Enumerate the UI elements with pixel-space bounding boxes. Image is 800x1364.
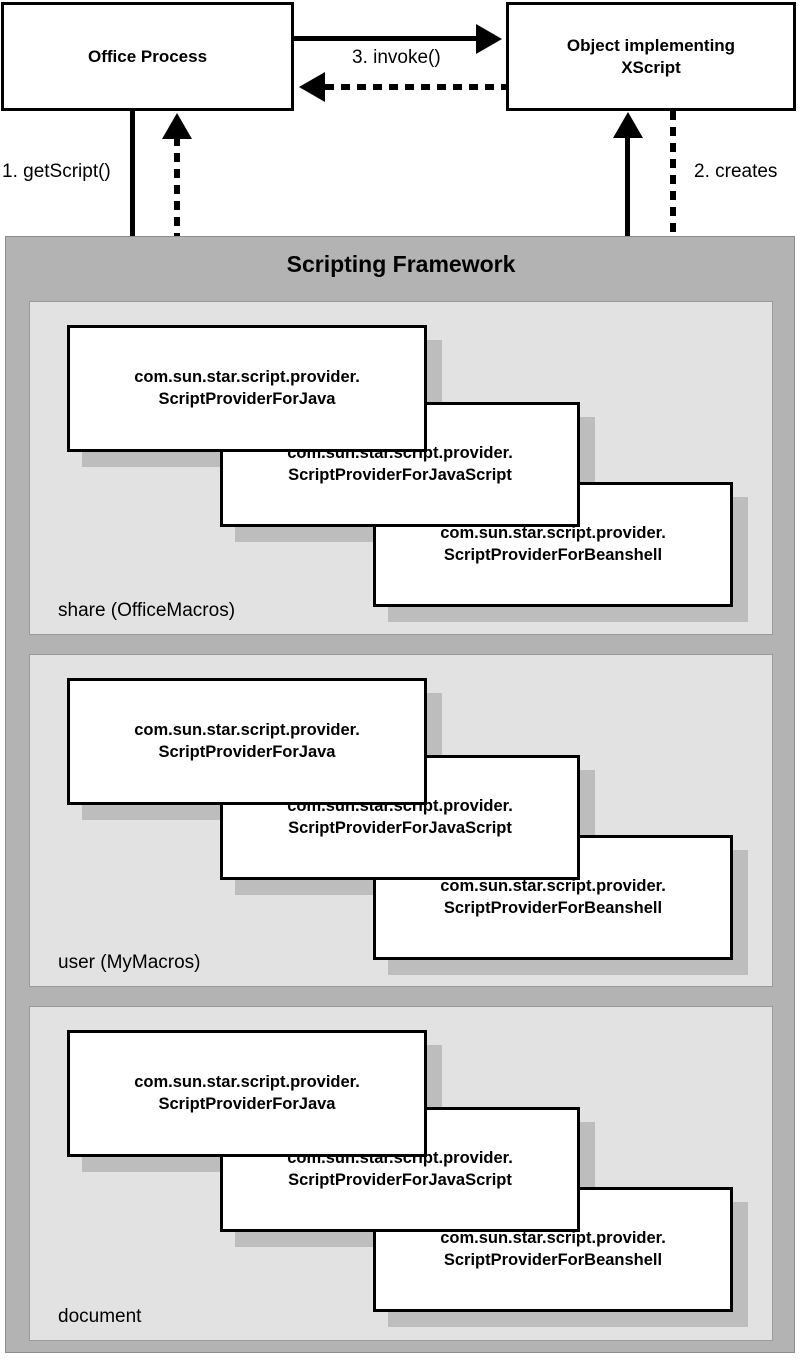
scripting-framework-container: Scripting Framework com.sun.star.script.…	[5, 236, 795, 1353]
panel-label: share (OfficeMacros)	[58, 600, 236, 621]
provider-to-xscript-arrowhead-icon	[613, 112, 643, 138]
provider-class-label: ScriptProviderForJavaScript	[288, 818, 512, 837]
provider-class-label: ScriptProviderForJava	[158, 1094, 336, 1113]
get-script-return-arrowhead-icon	[162, 113, 192, 139]
panel-document: com.sun.star.script.provider. ScriptProvi…	[29, 1006, 773, 1341]
scripting-framework-title: Scripting Framework	[286, 251, 516, 277]
provider-class-label: ScriptProviderForBeanshell	[443, 545, 663, 564]
provider-package-label: com.sun.star.script.provider.	[134, 721, 360, 740]
creates-edge-label: 2. creates	[694, 161, 778, 182]
provider-card[interactable]: com.sun.star.script.provider. ScriptProvi…	[67, 325, 427, 452]
get-script-line	[130, 111, 135, 293]
provider-package-label: com.sun.star.script.provider.	[440, 1229, 666, 1248]
invoke-edge-label: 3. invoke()	[352, 47, 441, 68]
invoke-call-line	[293, 36, 478, 41]
panel-label: document	[58, 1306, 142, 1327]
provider-class-label: ScriptProviderForBeanshell	[443, 898, 663, 917]
provider-class-label: ScriptProviderForJava	[158, 742, 336, 761]
panel-share: com.sun.star.script.provider. ScriptProvi…	[29, 301, 773, 635]
provider-class-label: ScriptProviderForJavaScript	[288, 465, 512, 484]
provider-package-label: com.sun.star.script.provider.	[134, 1073, 360, 1092]
provider-class-label: ScriptProviderForJavaScript	[288, 1170, 512, 1189]
provider-card[interactable]: com.sun.star.script.provider. ScriptProvi…	[67, 678, 427, 805]
office-process-box: Office Process	[1, 2, 294, 111]
provider-package-label: com.sun.star.script.provider.	[134, 368, 360, 387]
get-script-return-line	[174, 137, 180, 318]
provider-to-xscript-line	[625, 135, 630, 318]
panel-label: user (MyMacros)	[58, 952, 201, 973]
invoke-return-line	[325, 84, 506, 90]
invoke-return-arrowhead-icon	[299, 72, 325, 102]
provider-card[interactable]: com.sun.star.script.provider. ScriptProvi…	[67, 1030, 427, 1157]
provider-package-label: com.sun.star.script.provider.	[440, 524, 666, 543]
provider-class-label: ScriptProviderForBeanshell	[443, 1250, 663, 1269]
creates-line	[670, 111, 676, 293]
invoke-call-arrowhead-icon	[476, 23, 502, 54]
panel-user: com.sun.star.script.provider. ScriptProvi…	[29, 654, 773, 987]
provider-package-label: com.sun.star.script.provider.	[440, 877, 666, 896]
provider-class-label: ScriptProviderForJava	[158, 389, 336, 408]
get-script-edge-label: 1. getScript()	[2, 161, 111, 182]
office-process-label: Office Process	[87, 46, 208, 66]
